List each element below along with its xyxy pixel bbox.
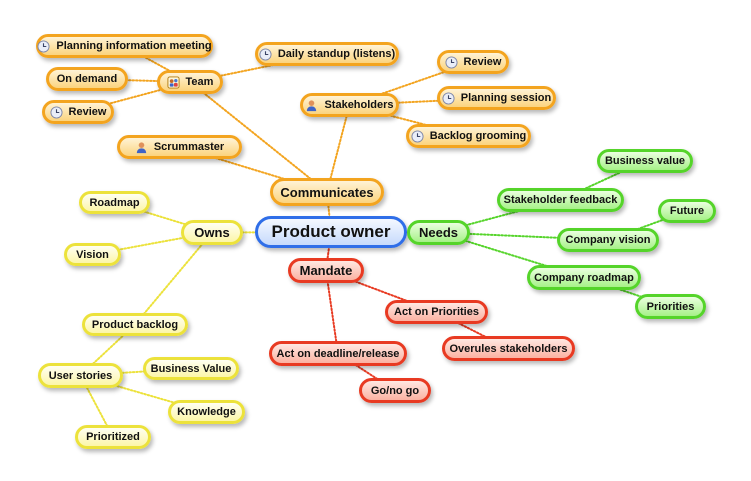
topic-overules-stakeholders[interactable]: Overules stakeholders: [442, 336, 575, 361]
topic-communicates-label: Communicates: [280, 184, 374, 200]
topic-mandate-label: Mandate: [299, 263, 353, 278]
clock-icon: [411, 129, 424, 143]
connector-mandate-to-act-on-deadline: [325, 269, 339, 355]
clock-icon: [37, 39, 50, 53]
topic-team-review[interactable]: Review: [42, 100, 114, 124]
topic-on-demand[interactable]: On demand: [46, 67, 128, 91]
topic-knowledge-label: Knowledge: [177, 406, 236, 418]
topic-needs-label: Needs: [418, 225, 459, 240]
topic-team-review-label: Review: [68, 106, 107, 118]
topic-backlog-grooming-label: Backlog grooming: [429, 130, 527, 142]
topic-company-roadmap-label: Company roadmap: [534, 271, 634, 284]
connector-owns-to-product-backlog: [134, 231, 213, 326]
topic-future-label: Future: [669, 205, 705, 217]
clock-icon: [444, 55, 458, 69]
team-icon: [166, 75, 180, 89]
topic-planning-session[interactable]: Planning session: [437, 86, 556, 110]
topic-knowledge[interactable]: Knowledge: [168, 400, 245, 424]
connector-communicates-to-stakeholders: [326, 104, 351, 193]
topic-company-vision[interactable]: Company vision: [557, 228, 659, 252]
topic-stakeholder-feedback[interactable]: Stakeholder feedback: [497, 188, 624, 212]
topic-business-value-needs-label: Business value: [604, 155, 686, 167]
topic-company-vision-label: Company vision: [565, 234, 651, 246]
clock-icon: [49, 105, 63, 119]
topic-roadmap-label: Roadmap: [89, 196, 140, 209]
topic-vision[interactable]: Vision: [64, 243, 121, 266]
topic-user-stories[interactable]: User stories: [38, 363, 123, 388]
topic-business-value-owns[interactable]: Business Value: [143, 357, 239, 380]
topic-on-demand-label: On demand: [56, 73, 118, 85]
topic-team[interactable]: Team: [157, 70, 223, 94]
topic-daily-standup[interactable]: Daily standup (listens): [255, 42, 399, 66]
topic-user-stories-label: User stories: [48, 369, 113, 382]
topic-overules-stakeholders-label: Overules stakeholders: [449, 342, 568, 355]
topic-product-backlog[interactable]: Product backlog: [82, 313, 188, 336]
topic-product-backlog-label: Product backlog: [91, 318, 179, 331]
topic-stakeholders-review-label: Review: [463, 56, 502, 68]
topic-planning-information-meeting[interactable]: Planning information meeting: [36, 34, 213, 58]
topic-stakeholders[interactable]: Stakeholders: [300, 93, 399, 117]
central-topic-label: Product owner: [271, 222, 391, 241]
topic-planning-session-label: Planning session: [460, 92, 552, 104]
topic-priorities-label: Priorities: [646, 300, 695, 313]
person-icon: [135, 141, 148, 154]
topic-planning-information-meeting-label: Planning information meeting: [56, 40, 212, 52]
topic-future[interactable]: Future: [658, 199, 716, 223]
topic-needs[interactable]: Needs: [407, 220, 470, 245]
topic-company-roadmap[interactable]: Company roadmap: [527, 265, 641, 290]
topic-daily-standup-label: Daily standup (listens): [277, 48, 396, 60]
topic-prioritized-label: Prioritized: [86, 431, 140, 443]
topic-go-no-go[interactable]: Go/no go: [359, 378, 431, 403]
topic-vision-label: Vision: [76, 248, 109, 261]
topic-roadmap[interactable]: Roadmap: [79, 191, 150, 214]
topic-business-value-owns-label: Business Value: [150, 362, 232, 375]
topic-act-on-priorities[interactable]: Act on Priorities: [385, 300, 488, 324]
person-icon: [305, 99, 318, 112]
topic-priorities[interactable]: Priorities: [635, 294, 706, 319]
central-topic[interactable]: Product owner: [255, 216, 407, 248]
topic-stakeholders-label: Stakeholders: [324, 99, 394, 111]
clock-icon: [259, 47, 272, 61]
topic-stakeholder-feedback-label: Stakeholder feedback: [503, 194, 618, 206]
topic-mandate[interactable]: Mandate: [288, 258, 364, 283]
topic-team-label: Team: [185, 76, 214, 88]
connector-communicates-to-team: [189, 81, 328, 193]
clock-icon: [442, 91, 455, 105]
topic-act-on-deadline-label: Act on deadline/release: [276, 347, 400, 360]
topic-communicates[interactable]: Communicates: [270, 178, 384, 206]
topic-act-on-priorities-label: Act on Priorities: [394, 306, 479, 318]
topic-scrummaster[interactable]: Scrummaster: [117, 135, 242, 159]
topic-backlog-grooming[interactable]: Backlog grooming: [406, 124, 531, 148]
topic-scrummaster-label: Scrummaster: [153, 141, 225, 153]
topic-prioritized[interactable]: Prioritized: [75, 425, 151, 449]
topic-act-on-deadline[interactable]: Act on deadline/release: [269, 341, 407, 366]
topic-go-no-go-label: Go/no go: [370, 384, 420, 397]
topic-owns-label: Owns: [194, 225, 230, 240]
topic-business-value-needs[interactable]: Business value: [597, 149, 693, 173]
topic-owns[interactable]: Owns: [181, 220, 243, 245]
topic-stakeholders-review[interactable]: Review: [437, 50, 509, 74]
